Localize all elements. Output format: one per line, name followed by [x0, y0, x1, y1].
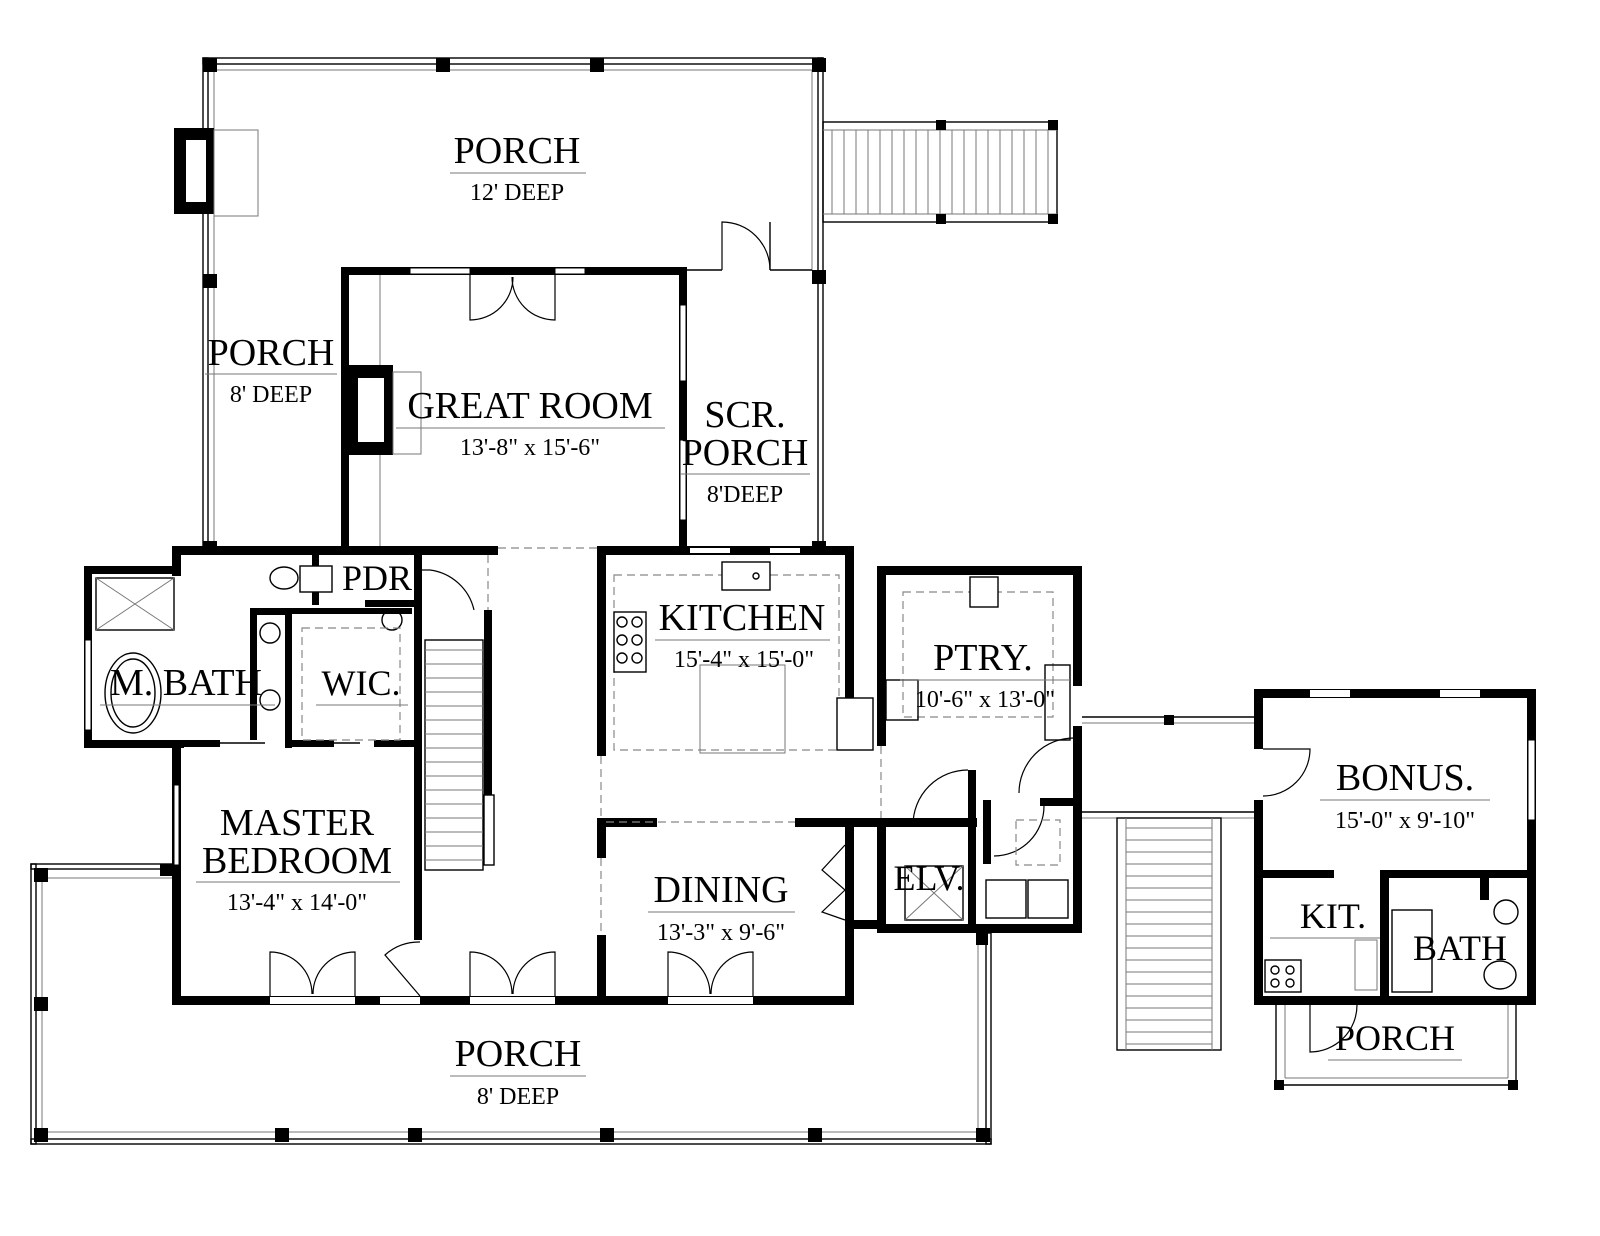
label-porch-side: PORCH: [208, 332, 335, 374]
dim-great-room: 13'-8" x 15'-6": [460, 435, 600, 461]
label-great-room: GREAT ROOM: [407, 385, 652, 427]
dim-ptry: 10'-6" x 13'-0": [915, 687, 1055, 713]
stair-interior: [424, 639, 495, 871]
room-labels: PORCH 12' DEEP PORCH 8' DEEP GREAT ROOM …: [100, 130, 1507, 1110]
label-wic: WIC.: [322, 663, 401, 703]
label-bath: BATH: [1413, 928, 1507, 968]
label-ptry: PTRY.: [933, 637, 1033, 679]
bonus-building: [1254, 689, 1536, 1090]
label-kit: KIT.: [1300, 896, 1366, 936]
label-master-1: MASTER: [220, 802, 375, 844]
rear-stair: [822, 120, 1058, 224]
great-room-walls: [341, 267, 687, 551]
label-m-bath: M. BATH: [110, 662, 262, 704]
dim-scr-porch: 8'DEEP: [707, 482, 783, 508]
label-porch-front: PORCH: [455, 1033, 582, 1075]
main-walls: [84, 546, 885, 1005]
dim-dining: 13'-3" x 9'-6": [657, 920, 785, 946]
dim-master: 13'-4" x 14'-0": [227, 890, 367, 916]
label-porch-bonus: PORCH: [1335, 1018, 1455, 1058]
label-bonus: BONUS.: [1336, 757, 1474, 799]
doors: [269, 547, 882, 997]
side-stair: [1116, 817, 1222, 1051]
label-scr-porch-1: SCR.: [704, 394, 785, 436]
label-master-2: BEDROOM: [202, 840, 392, 882]
label-pdr: PDR: [342, 558, 412, 598]
pantry-wing: [877, 566, 1082, 933]
dim-kitchen: 15'-4" x 15'-0": [674, 647, 814, 673]
label-dining: DINING: [653, 869, 788, 911]
fixtures: [95, 561, 1071, 921]
dim-porch-side: 8' DEEP: [230, 382, 312, 408]
label-scr-porch-2: PORCH: [682, 432, 809, 474]
front-porch: [30, 863, 992, 1145]
label-kitchen: KITCHEN: [659, 597, 826, 639]
label-elv: ELV.: [893, 858, 964, 898]
dim-bonus: 15'-0" x 9'-10": [1335, 808, 1475, 834]
dim-porch-front: 8' DEEP: [477, 1084, 559, 1110]
label-porch-rear: PORCH: [454, 130, 581, 172]
breezeway: [1082, 715, 1258, 819]
dim-porch-rear: 12' DEEP: [470, 180, 564, 206]
